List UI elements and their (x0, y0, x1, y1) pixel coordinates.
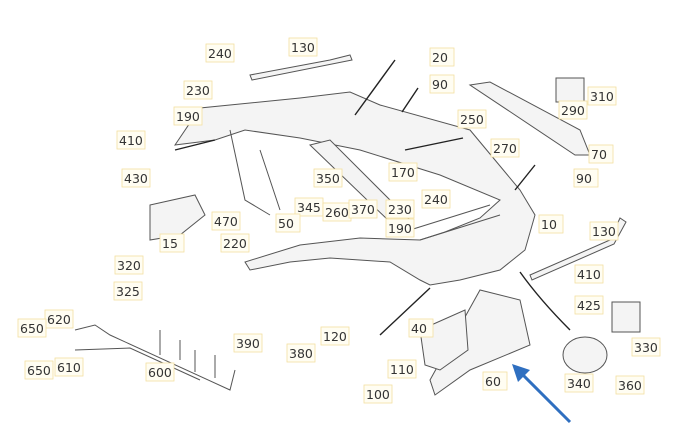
callout-label: 170 (391, 165, 415, 180)
callout-label: 130 (291, 40, 315, 55)
callout-label: 370 (351, 202, 375, 217)
callout-label: 70 (591, 147, 607, 162)
callout-label: 380 (289, 346, 313, 361)
callout-label: 320 (117, 258, 141, 273)
callout-label: 220 (223, 236, 247, 251)
callout-label: 290 (561, 103, 585, 118)
callout-label: 350 (316, 171, 340, 186)
callout-label: 430 (124, 171, 148, 186)
callout-label: 650 (27, 363, 51, 378)
callout-label: 15 (162, 236, 178, 251)
callout-label: 60 (485, 374, 501, 389)
blue-pointer-arrow (512, 364, 572, 424)
leader-arrow (174, 139, 216, 151)
sensor-290 (555, 77, 585, 103)
callout-label: 470 (214, 214, 238, 229)
bumper-cover (173, 91, 536, 286)
callout-label: 345 (297, 200, 321, 215)
leader-arrow (404, 137, 464, 151)
callout-label: 100 (366, 387, 390, 402)
lower-trim-strip (429, 289, 531, 396)
callout-label: 650 (20, 321, 44, 336)
reflector-15 (149, 194, 206, 241)
callout-label: 270 (493, 141, 517, 156)
holder-340 (562, 336, 608, 374)
callout-label: 230 (388, 202, 412, 217)
callout-label: 390 (236, 336, 260, 351)
callout-label: 50 (278, 216, 294, 231)
leader-arrow (379, 287, 431, 336)
leader-arrow (354, 59, 396, 116)
callout-label: 250 (460, 112, 484, 127)
side-strip-70 (468, 81, 591, 156)
callout-label: 230 (186, 83, 210, 98)
callout-label: 110 (390, 362, 414, 377)
callout-label: 330 (634, 340, 658, 355)
callout-label: 20 (432, 50, 448, 65)
callout-label: 130 (592, 224, 616, 239)
leader-arrow (514, 164, 536, 191)
callout-label: 10 (541, 217, 557, 232)
callout-label: 260 (325, 205, 349, 220)
callout-label: 410 (577, 267, 601, 282)
callout-label: 620 (47, 312, 71, 327)
callout-label: 190 (388, 221, 412, 236)
callout-label: 340 (567, 376, 591, 391)
callout-label: 360 (618, 378, 642, 393)
callout-label: 410 (119, 133, 143, 148)
callout-label: 240 (424, 192, 448, 207)
callout-label: 240 (208, 46, 232, 61)
module-330 (611, 301, 641, 333)
callout-label: 90 (576, 171, 592, 186)
wiring-harness-600 (74, 324, 236, 391)
callout-label: 40 (411, 321, 427, 336)
callout-labels: 240 130 20 230 90 190 290 310 410 250 27… (17, 37, 661, 404)
callout-label: 610 (57, 360, 81, 375)
callout-label: 190 (176, 109, 200, 124)
callout-label: 90 (432, 77, 448, 92)
callout-label: 310 (590, 89, 614, 104)
callout-label: 120 (323, 329, 347, 344)
side-strip-130-top (249, 54, 353, 81)
callout-label: 425 (577, 298, 601, 313)
callout-label: 325 (116, 284, 140, 299)
leader-arrow (401, 87, 419, 113)
callout-label: 600 (148, 365, 172, 380)
leader-arrow (519, 271, 571, 331)
